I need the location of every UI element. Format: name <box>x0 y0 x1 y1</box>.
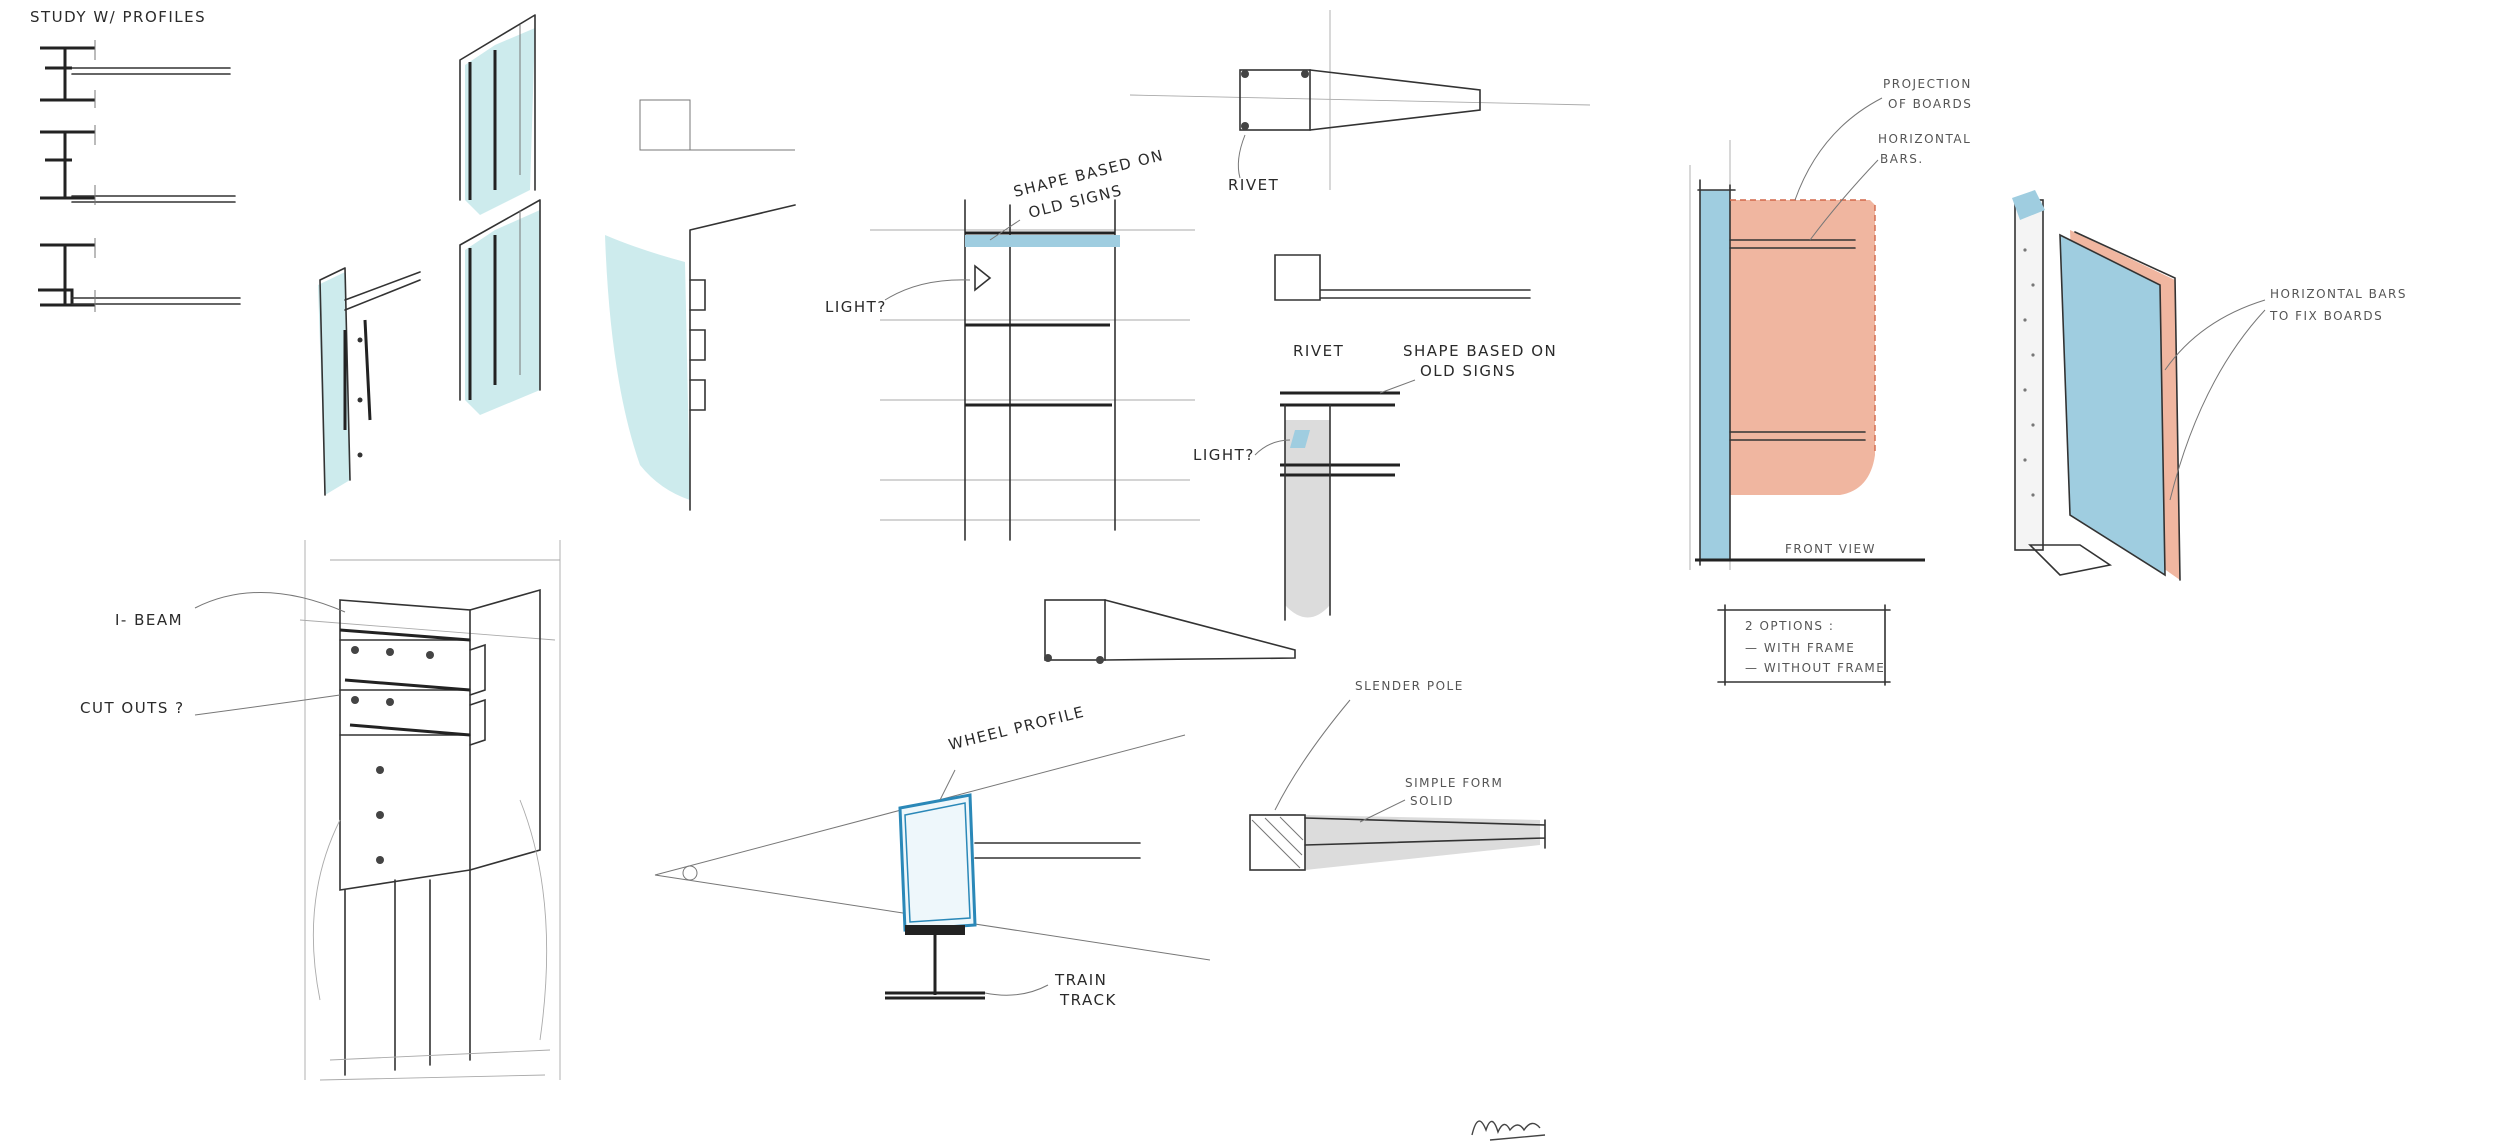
shape-based-label-2a: SHAPE BASED ON <box>1403 342 1557 360</box>
option-with-frame: — WITH FRAME <box>1745 641 1855 655</box>
light-leader-1 <box>884 279 971 301</box>
study-profiles-group: STUDY W/ PROFILES <box>30 8 241 312</box>
artist-signature <box>1471 1120 1546 1141</box>
train-track-leader <box>984 984 1049 996</box>
rivet-label-top: RIVET <box>1228 176 1279 194</box>
i-beam-leader <box>194 591 346 613</box>
i-beam-label: I- BEAM <box>115 611 183 629</box>
horizontal-bars-fix-label-a: HORIZONTAL BARS <box>2270 287 2407 301</box>
simple-form-label-a: SIMPLE FORM <box>1405 776 1503 790</box>
horizontal-bars-fix-label-b: TO FIX BOARDS <box>2269 309 2383 323</box>
wheel-profile-label: WHEEL PROFILE <box>947 703 1087 754</box>
horizontal-bars-label-b: BARS. <box>1880 152 1924 166</box>
mid-profile-sketch <box>1274 254 1531 621</box>
train-track-label-2: TRACK <box>1059 991 1117 1009</box>
projection-leader <box>1794 97 1883 201</box>
projection-label-a: PROJECTION <box>1883 77 1972 91</box>
simple-form-leader <box>1359 799 1406 823</box>
light-label-1: LIGHT? <box>825 298 887 316</box>
rivet-profile-top <box>1129 10 1591 190</box>
profile-sketch-3 <box>38 238 241 312</box>
slender-pole-leader <box>1274 699 1351 811</box>
horizontal-bars-label-a: HORIZONTAL <box>1878 132 1971 146</box>
front-view-label: FRONT VIEW <box>1785 542 1876 556</box>
wheel-profile-leader <box>939 769 956 801</box>
iso-corner-cutouts <box>605 99 796 511</box>
rivet-label-mid: RIVET <box>1293 342 1344 360</box>
projection-label-b: OF BOARDS <box>1888 97 1972 111</box>
shape-based-leader-2 <box>1379 379 1416 394</box>
cutouts-leader <box>194 694 341 716</box>
iso-sign-sketch <box>2012 190 2181 581</box>
train-track-label-1: TRAIN <box>1054 971 1107 989</box>
option-without-frame: — WITHOUT FRAME <box>1745 661 1885 675</box>
sign-elevation-grid <box>870 199 1200 541</box>
iso-profile-tall-top <box>459 14 536 215</box>
iso-profile-tall-bottom <box>459 199 541 415</box>
study-title: STUDY W/ PROFILES <box>30 8 206 26</box>
horizontal-bars-fix-leader <box>2164 299 2266 501</box>
light-label-2: LIGHT? <box>1193 446 1255 464</box>
horizontal-bars-leader <box>1809 159 1879 241</box>
iso-profile-small <box>318 267 421 496</box>
cutouts-label: CUT OUTS ? <box>80 699 185 717</box>
shape-based-leader-1 <box>989 219 1021 241</box>
slender-pole-sketch <box>1249 814 1546 871</box>
profile-sketch-1 <box>40 40 231 108</box>
options-note: 2 OPTIONS : — WITH FRAME — WITHOUT FRAME <box>1717 604 1891 686</box>
slender-pole-label: SLENDER POLE <box>1355 679 1464 693</box>
simple-form-label-b: SOLID <box>1410 794 1454 808</box>
options-title: 2 OPTIONS : <box>1745 619 1834 633</box>
rivet-leader-top <box>1237 134 1246 179</box>
i-beam-column <box>299 540 561 1081</box>
profile-sketch-2 <box>40 125 236 205</box>
light-leader-2 <box>1254 439 1291 456</box>
wedge-profile-sketch <box>1044 599 1296 664</box>
front-view-sketch <box>1689 140 1925 570</box>
shape-based-label-2b: OLD SIGNS <box>1420 362 1516 380</box>
wheel-profile-sketch <box>654 734 1211 1000</box>
